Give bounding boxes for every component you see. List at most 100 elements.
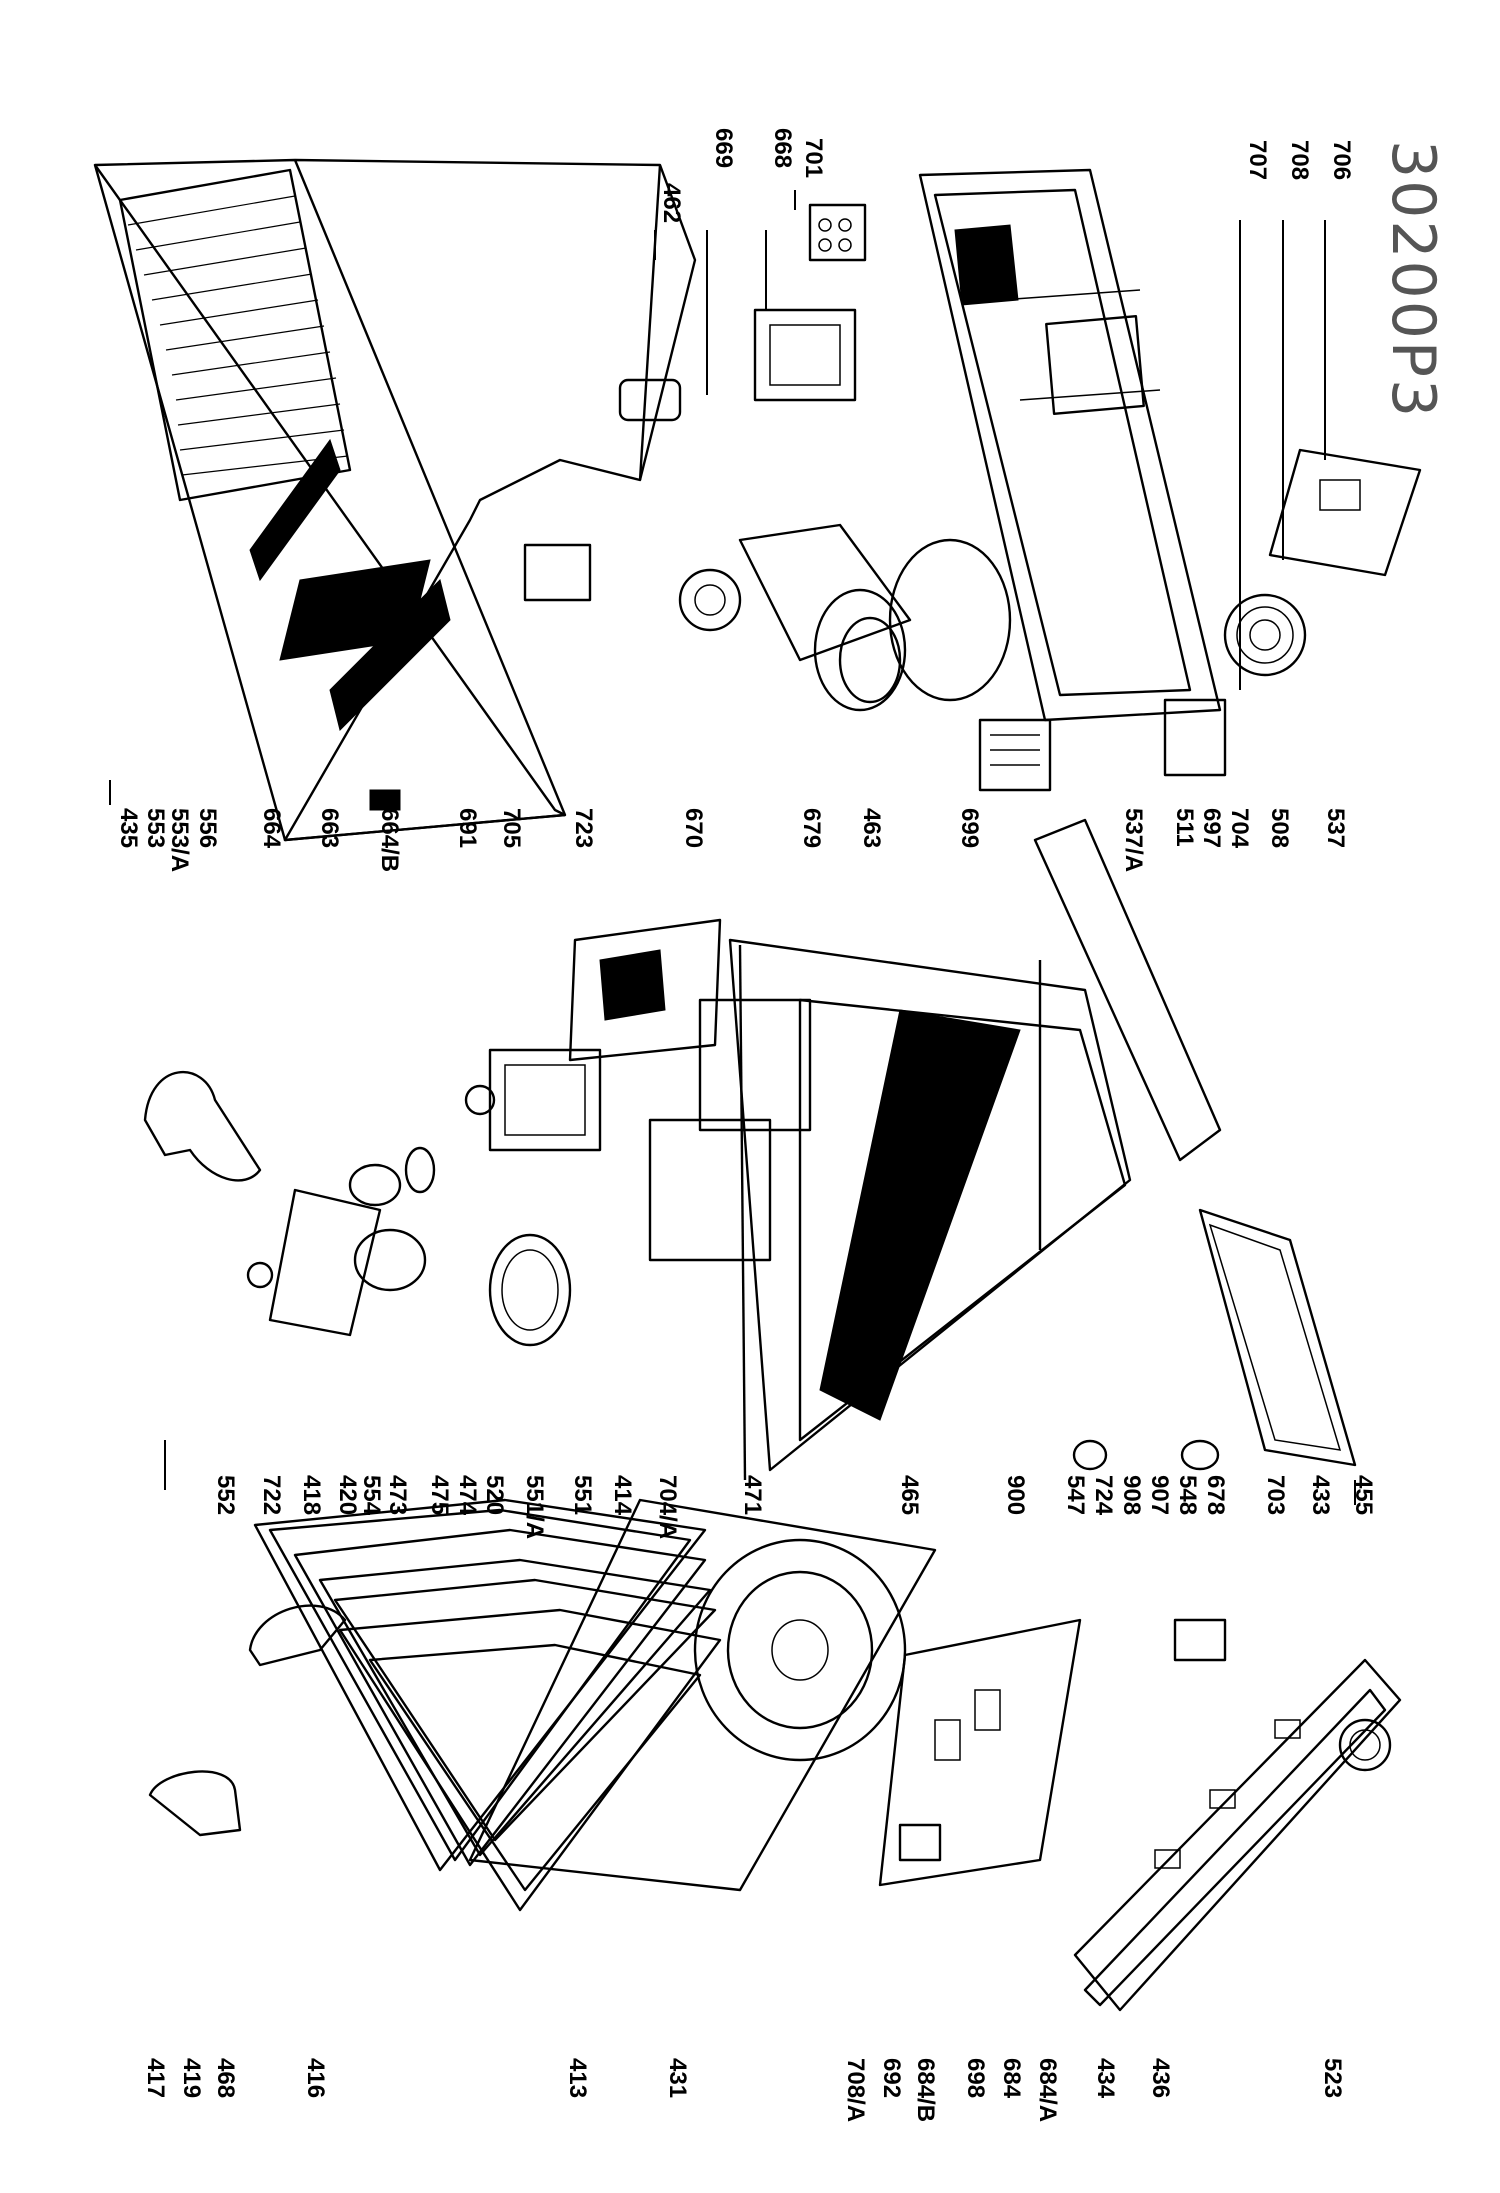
part-label: 552 xyxy=(212,1475,239,1515)
drawing-code: 30200P3 xyxy=(1378,140,1448,419)
part-label: 907 xyxy=(1146,1475,1173,1515)
part-label: 704 xyxy=(1226,808,1253,849)
part-label: 433 xyxy=(1307,1475,1334,1515)
part-label: 703 xyxy=(1262,1475,1289,1515)
part-label: 663 xyxy=(316,808,343,848)
part-label: 554 xyxy=(358,1475,385,1516)
part-label: 699 xyxy=(956,808,983,848)
part-label: 462 xyxy=(658,183,685,223)
part-label: 698 xyxy=(962,2058,989,2098)
fan-motor xyxy=(678,523,912,662)
part-label: 668 xyxy=(769,128,796,168)
turntable-support-431 xyxy=(468,1498,937,1892)
relay-678 xyxy=(1173,1618,1227,1662)
base-chassis xyxy=(918,168,1222,722)
part-label: 670 xyxy=(680,808,707,848)
part-label: 435 xyxy=(115,808,142,848)
foot-547 xyxy=(1072,1439,1108,1471)
part-label: 691 xyxy=(454,808,481,848)
part-label: 908 xyxy=(1118,1475,1145,1515)
part-label: 556 xyxy=(194,808,221,848)
part-label: 724 xyxy=(1090,1475,1117,1516)
filter-mesh xyxy=(1223,593,1307,677)
part-label: 692 xyxy=(878,2058,905,2098)
part-label: 684/A xyxy=(1034,2058,1061,2122)
interlock-switch-723 xyxy=(523,543,592,602)
part-label: 468 xyxy=(212,2058,239,2098)
leader-lines xyxy=(109,190,1356,1505)
door-hinge-417 xyxy=(148,1770,242,1837)
part-label: 704/A xyxy=(654,1475,681,1539)
part-label: 722 xyxy=(258,1475,285,1515)
part-label: 678 xyxy=(1202,1475,1229,1515)
part-label: 547 xyxy=(1062,1475,1089,1515)
part-label: 455 xyxy=(1350,1475,1377,1515)
part-label: 511 xyxy=(1171,808,1198,847)
oven-cavity xyxy=(648,938,1132,1481)
part-label: 465 xyxy=(896,1475,923,1515)
fuse-holder-699 xyxy=(978,718,1052,792)
part-label: 664 xyxy=(258,808,285,849)
part-label: 548 xyxy=(1174,1475,1201,1515)
part-label: 679 xyxy=(798,808,825,848)
door-frame-473 xyxy=(253,1498,707,1872)
turntable-motor-722 xyxy=(353,1228,427,1292)
part-label: 414 xyxy=(609,1475,636,1516)
blower-wheel xyxy=(813,538,1012,712)
part-label: 706 xyxy=(1328,140,1355,180)
part-labels-middle: 552 722 418 420 554 473 475 474 520 551/… xyxy=(212,1475,1377,1539)
part-label: 523 xyxy=(1319,2058,1346,2098)
part-label: 520 xyxy=(481,1475,508,1515)
part-label: 551/A xyxy=(521,1475,548,1539)
part-label: 416 xyxy=(302,2058,329,2098)
part-label: 669 xyxy=(710,128,737,168)
part-labels-top: 462 669 668 701 707 708 706 xyxy=(658,128,1355,223)
part-label: 475 xyxy=(426,1475,453,1515)
base-frame-537A xyxy=(1033,818,1222,1162)
part-label: 551 xyxy=(569,1475,596,1515)
part-label: 418 xyxy=(298,1475,325,1515)
door-seal-556 xyxy=(143,1070,262,1182)
part-label: 723 xyxy=(570,808,597,848)
door-panels-414 xyxy=(293,1528,717,1867)
waveguide-cover xyxy=(568,918,722,1062)
part-label: 417 xyxy=(142,2058,169,2098)
part-label: 707 xyxy=(1244,140,1271,180)
circuit-board-706 xyxy=(1268,448,1422,577)
part-label: 900 xyxy=(1002,1475,1029,1515)
part-label: 413 xyxy=(564,2058,591,2098)
turntable-dish-471 xyxy=(693,1538,907,1762)
door-latch-418 xyxy=(248,1604,347,1667)
part-label: 553/A xyxy=(166,808,193,872)
timer-switch-692 xyxy=(898,1823,942,1862)
control-board-900 xyxy=(878,1618,1082,1887)
lamp-holder-664 xyxy=(348,1146,436,1207)
part-label: 697 xyxy=(1198,808,1225,848)
part-label: 420 xyxy=(334,1475,361,1515)
part-label: 705 xyxy=(498,808,525,848)
part-label: 664/B xyxy=(376,808,403,872)
air-vent-grille xyxy=(118,168,352,502)
part-label: 463 xyxy=(858,808,885,848)
part-label: 436 xyxy=(1147,2058,1174,2098)
part-labels-left: 417 419 468 416 413 431 708/A 692 684/B … xyxy=(142,2058,1346,2122)
part-label: 684 xyxy=(998,2058,1025,2099)
capacitor-669 xyxy=(618,378,682,422)
part-label: 508 xyxy=(1266,808,1293,848)
transformer-668 xyxy=(753,308,857,402)
part-label: 708 xyxy=(1286,140,1313,180)
door-outer-413 xyxy=(338,1608,722,1912)
part-label: 431 xyxy=(664,2058,691,2098)
door-switch-assembly-552 xyxy=(246,1188,382,1337)
roller-ring-551 xyxy=(488,1233,572,1347)
terminal-block xyxy=(1163,698,1227,777)
control-knob-523 xyxy=(1338,1718,1392,1772)
part-label: 537/A xyxy=(1120,808,1147,872)
transformer-701 xyxy=(808,203,867,262)
part-label: 708/A xyxy=(842,2058,869,2122)
part-label: 474 xyxy=(454,1475,481,1516)
part-label: 419 xyxy=(178,2058,205,2098)
part-label: 553 xyxy=(142,808,169,848)
